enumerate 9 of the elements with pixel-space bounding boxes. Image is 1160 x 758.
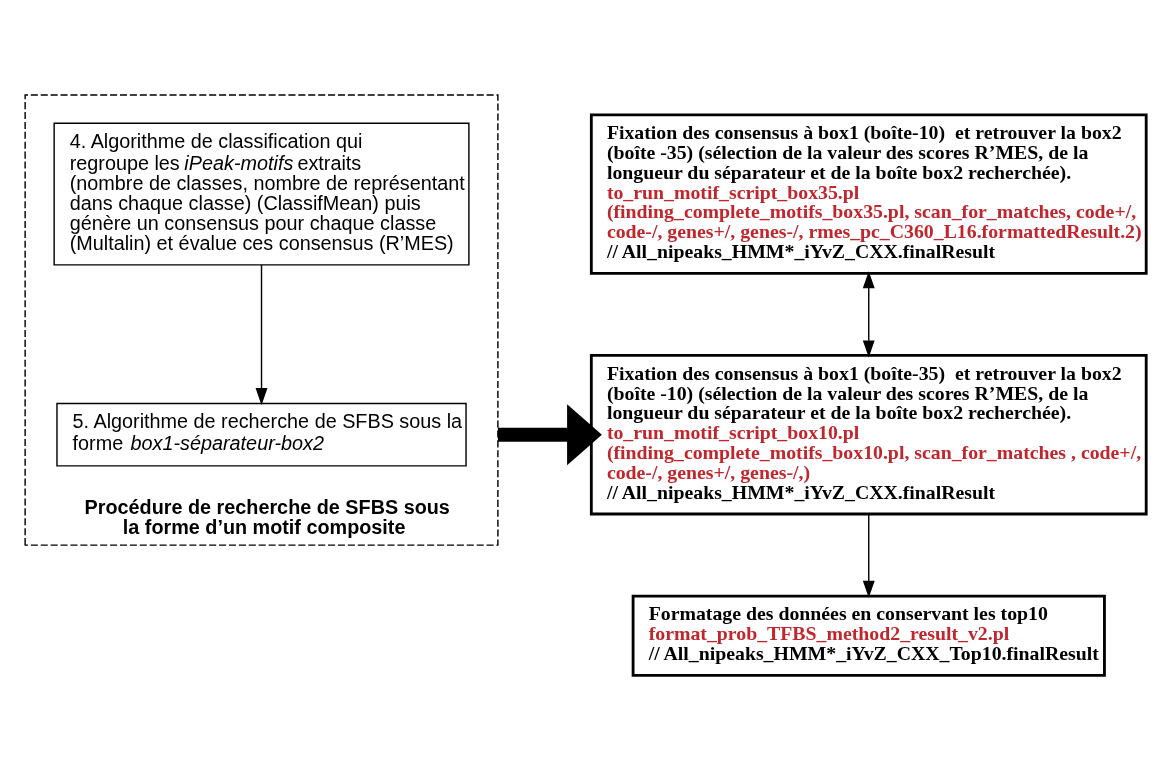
arrow (497, 403, 602, 465)
arrow (862, 270, 875, 357)
arrow (255, 263, 268, 405)
arrow (862, 513, 875, 598)
node-box: Formatage des données en conservant les top10 format_prob_TFBS_method2_result_v2.pl // All_nipeaks_HMM*_iYvZ_CXX_Top10.finalResult (631, 594, 1106, 677)
node-box: 5. Algorithme de recherche de SFBS sous la forme box1-séparateur-box2 (56, 402, 467, 467)
node-box: 4. Algorithme de classification qui regroupe les iPeak-motifs extraits (nombre de classes, nombre de représentant dans chaque classe) (ClassifMean) puis génère un consensus pour chaque classe (Multalin) et évalue ces consensus (R’MES) (53, 122, 470, 266)
node-box: Fixation des consensus à box1 (boîte-10) et retrouver la box2 (boîte -35) (sélection de la valeur des scores R’MES, de la longueur du séparateur et de la boîte box2 recherchée). to_run_motif_script_box35.pl (finding_complete_motifs_box35.pl, scan_for_matches, code+/, code-/, genes+/, genes-/, rmes_pc_C360_L16.formattedResult.2) // All_nipeaks_HMM*_iYvZ_CXX.finalResult (589, 112, 1148, 275)
node-box: Fixation des consensus à box1 (boîte-35) et retrouver la box2 (boîte -10) (sélection de la valeur des scores R’MES, de la longueur du séparateur et de la boîte box2 recherchée). to_run_motif_script_box10.pl (finding_complete_motifs_box10.pl, scan_for_matches , code+/, code-/, genes+/, genes-/,) // All_nipeaks_HMM*_iYvZ_CXX.finalResult (589, 353, 1148, 515)
